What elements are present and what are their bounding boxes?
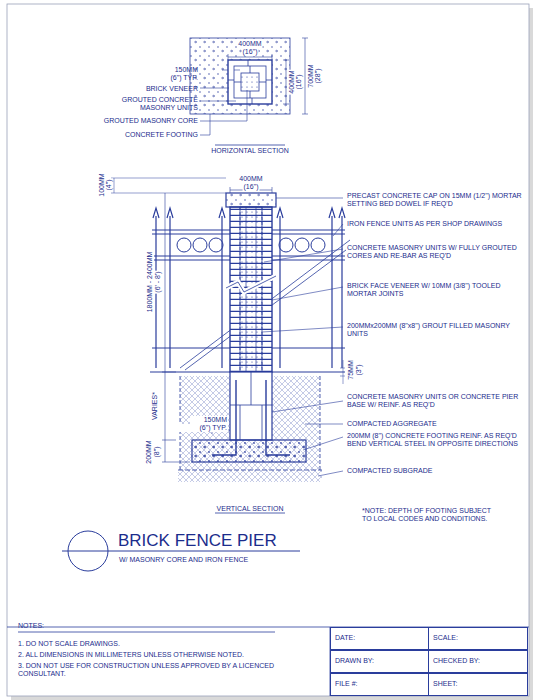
callout-text: 400MM xyxy=(238,175,263,183)
dimension-text: (8") xyxy=(153,445,161,458)
callout-text: GROUTED MASONRY CORE xyxy=(88,117,198,125)
dimension-text: 75MM xyxy=(347,359,355,380)
callout-text: CONCRETE MASONRY UNITS W/ FULLY GROUTED … xyxy=(346,244,523,260)
callout-text: (16") xyxy=(243,183,260,191)
drawing-subtitle: W/ MASONRY CORE AND IRON FENCE xyxy=(119,556,248,564)
dimension-text: 1800MM - 2400MM xyxy=(146,251,154,314)
title-block-cell: DRAWN BY: xyxy=(330,650,429,673)
callout-text: *NOTE: DEPTH OF FOOTING SUBJECT TO LOCAL… xyxy=(362,507,492,523)
cell-label: DATE: xyxy=(331,628,428,648)
callout-text: BRICK FACE VENEER W/ 10MM (3/8") TOOLED … xyxy=(346,282,523,298)
dimension-text: VARIES* xyxy=(151,391,159,421)
callout-text: (6") TYP. xyxy=(170,424,228,432)
dimension-text: (4") xyxy=(105,178,113,191)
title-block-cell: SHEET: xyxy=(428,673,528,696)
callout-text: 1. DO NOT SCALE DRAWINGS. xyxy=(18,640,318,648)
fence-picket xyxy=(167,208,173,368)
callout-text: VERTICAL SECTION xyxy=(217,505,284,513)
callout-text: GROUTED CONCRETE MASONRY UNITS xyxy=(118,96,198,112)
callout-text: IRON FENCE UNITS AS PER SHOP DRAWINGS xyxy=(346,220,523,228)
callout-text: 150MM xyxy=(190,416,228,424)
callout-text: BRICK VENEER xyxy=(88,85,198,93)
callout-text: 200MMx200MM (8"x8") GROUT FILLED MASONRY… xyxy=(346,322,523,338)
dimension-text: (6' - 8') xyxy=(154,270,162,293)
cell-label: FILE #: xyxy=(331,674,428,694)
callout-text: 150MM xyxy=(88,66,198,74)
title-block-cell: FILE #: xyxy=(330,673,429,696)
callout-text: 3. DON NOT USE FOR CONSTRUCTION UNLESS A… xyxy=(18,662,288,678)
dimension-text: (3") xyxy=(355,363,363,376)
callout-text: COMPACTED AGGREGATE xyxy=(346,420,523,428)
callout-text: CONCRETE MASONRY UNITS OR CONCRETE PIER … xyxy=(346,393,523,409)
cell-label: CHECKED BY: xyxy=(429,651,527,671)
cell-label: DRAWN BY: xyxy=(331,651,428,671)
callout-text: 400MM xyxy=(237,40,262,48)
callout-text: COMPACTED SUBGRADE xyxy=(346,467,523,475)
dimension-text: 200MM xyxy=(145,439,153,464)
fence-picket xyxy=(339,208,345,368)
callout-text: PRECAST CONCRETE CAP ON 15MM (1/2") MORT… xyxy=(346,192,523,208)
callout-text: HORIZONTAL SECTION xyxy=(211,147,288,155)
fence-picket xyxy=(277,208,283,368)
callout-text: 200MM (8") CONCRETE FOOTING REINF. AS RE… xyxy=(346,432,523,448)
cell-label: SCALE: xyxy=(429,628,527,648)
title-block-cell: CHECKED BY: xyxy=(428,650,528,673)
dimension-text: (16") xyxy=(295,74,303,91)
title-block-cell: SCALE: xyxy=(428,627,528,650)
callout-text: (6") TYP. xyxy=(88,74,198,82)
cell-label: SHEET: xyxy=(429,674,527,694)
callout-text: 2. ALL DIMENSIONS IN MILLIMETERS UNLESS … xyxy=(18,651,318,659)
drawing-title: BRICK FENCE PIER xyxy=(118,532,277,550)
callout-text: (16") xyxy=(242,48,259,56)
fence-picket xyxy=(329,208,335,368)
callout-text: CONCRETE FOOTING xyxy=(88,131,198,139)
title-block-cell: DATE: xyxy=(330,627,429,650)
callout-text: NOTES: xyxy=(18,622,44,630)
dimension-text: (28") xyxy=(314,68,322,85)
